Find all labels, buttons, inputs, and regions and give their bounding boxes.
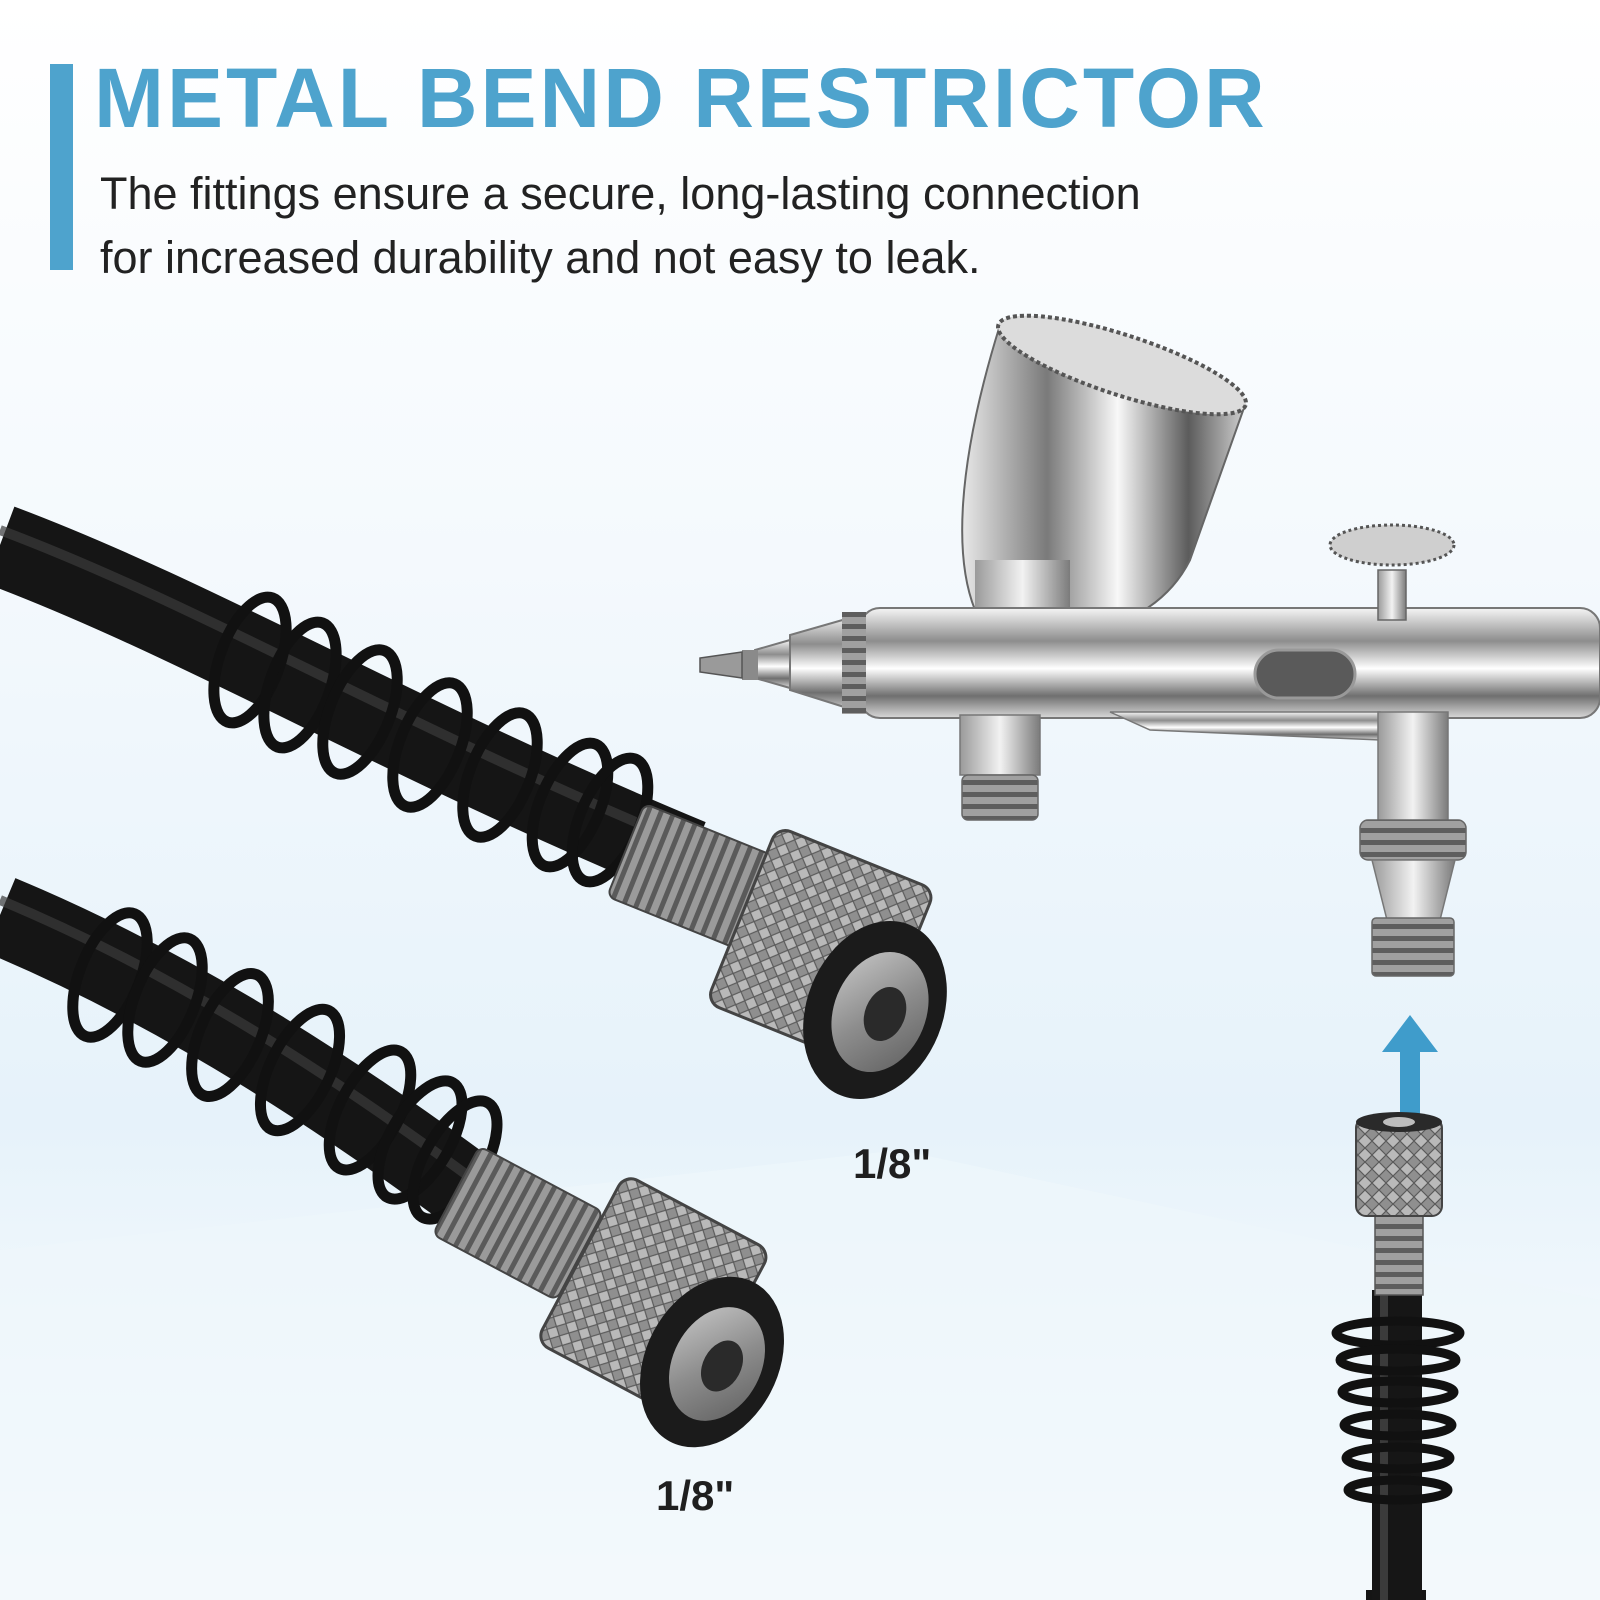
title-accent-bar xyxy=(50,64,73,270)
vertical-hose-fitting xyxy=(1331,1112,1465,1600)
lower-fitting-size-label: 1/8" xyxy=(656,1472,735,1519)
upper-hose-assembly xyxy=(0,506,947,1100)
lower-hose-assembly xyxy=(0,878,784,1448)
description-line-1: The fittings ensure a secure, long-lasti… xyxy=(100,168,1141,219)
upper-fitting-size-label: 1/8" xyxy=(853,1140,932,1187)
arrow-up-icon xyxy=(1382,1015,1438,1115)
description: The fittings ensure a secure, long-lasti… xyxy=(100,162,1141,290)
page-title: METAL BEND RESTRICTOR xyxy=(94,51,1268,145)
airbrush xyxy=(699,313,1600,977)
description-line-2: for increased durability and not easy to… xyxy=(100,232,981,283)
